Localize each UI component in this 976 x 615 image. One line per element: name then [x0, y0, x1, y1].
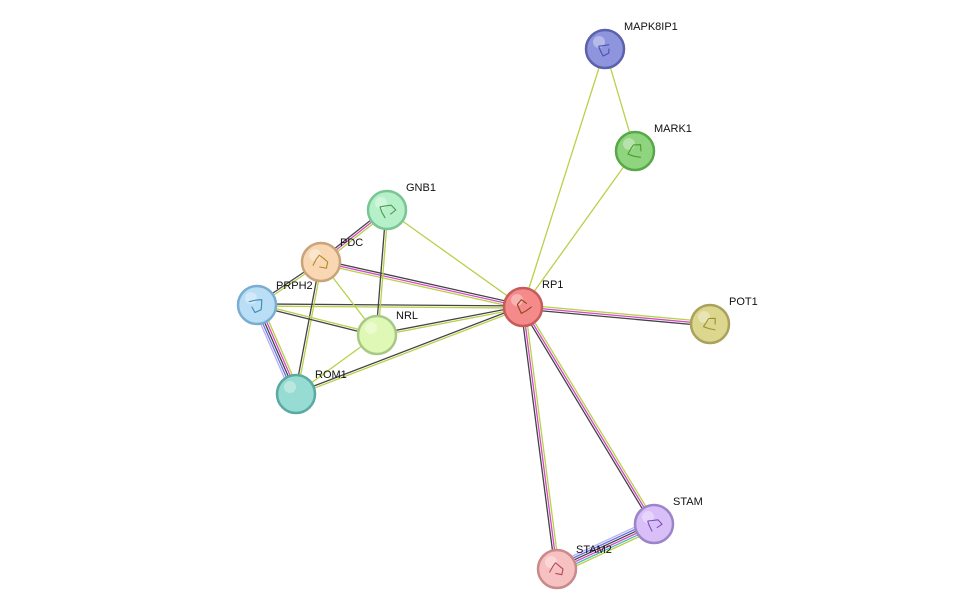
protein-structure-icon — [379, 204, 397, 219]
node-highlight — [698, 311, 710, 323]
node-stam2[interactable]: STAM2 — [536, 544, 612, 590]
edge-evidence-line — [522, 308, 710, 327]
edges-layer — [252, 48, 711, 575]
node-label-stam: STAM — [673, 496, 703, 508]
edge-evidence-line — [257, 303, 378, 335]
node-label-mark1: MARK1 — [654, 123, 692, 135]
edge-evidence-line — [256, 305, 377, 337]
edge-evidence-line — [522, 306, 655, 525]
edge-rp1-rom1[interactable] — [295, 305, 524, 396]
node-nrl[interactable]: NRL — [356, 310, 418, 356]
edge-rp1-mapk8ip1[interactable] — [522, 48, 606, 308]
node-circle-nrl[interactable] — [356, 314, 398, 356]
node-circle-pot1[interactable] — [689, 303, 731, 345]
node-mark1[interactable]: MARK1 — [614, 123, 692, 172]
edge-evidence-line — [522, 306, 711, 325]
protein-structure-icon — [627, 144, 642, 158]
node-highlight — [365, 322, 377, 334]
node-rom1[interactable]: ROM1 — [275, 369, 347, 415]
edge-evidence-line — [321, 259, 524, 306]
edge-evidence-line — [522, 306, 558, 570]
edge-rp1-prph2[interactable] — [256, 303, 524, 309]
edge-evidence-line — [256, 305, 523, 309]
node-prph2[interactable]: PRPH2 — [236, 280, 313, 326]
protein-structure-icon — [516, 299, 532, 314]
edge-gnb1-nrl[interactable] — [375, 209, 389, 336]
protein-structure-icon — [647, 519, 663, 532]
node-label-mapk8ip1: MAPK8IP1 — [624, 21, 678, 33]
edge-evidence-line — [295, 305, 523, 394]
node-label-rp1: RP1 — [542, 279, 563, 291]
edge-rp1-pdc[interactable] — [320, 259, 524, 310]
node-pot1[interactable]: POT1 — [689, 296, 758, 345]
protein-structure-icon — [312, 254, 329, 269]
node-circle-mark1[interactable] — [614, 130, 656, 172]
node-circle-gnb1[interactable] — [366, 189, 408, 231]
node-label-pot1: POT1 — [729, 296, 758, 308]
edge-evidence-line — [520, 307, 556, 570]
node-highlight — [642, 511, 654, 523]
edge-evidence-line — [386, 209, 524, 308]
edge-evidence-line — [257, 303, 524, 307]
edge-evidence-line — [375, 209, 387, 335]
edge-pdc-rom1[interactable] — [294, 261, 323, 395]
edge-evidence-line — [320, 263, 523, 310]
node-label-rom1: ROM1 — [315, 369, 347, 381]
protein-structure-icon — [702, 317, 716, 331]
edge-rp1-pot1[interactable] — [522, 304, 711, 327]
node-highlight — [511, 294, 523, 306]
edge-evidence-line — [296, 307, 524, 396]
edge-rp1-nrl[interactable] — [376, 305, 524, 337]
edge-evidence-line — [520, 307, 653, 526]
edge-rp1-stam[interactable] — [520, 305, 657, 526]
edge-prph2-nrl[interactable] — [256, 303, 378, 337]
node-label-nrl: NRL — [396, 310, 418, 322]
node-pdc[interactable]: PDC — [300, 237, 363, 283]
edge-rp1-stam2[interactable] — [520, 306, 560, 570]
node-circle-rp1[interactable] — [502, 286, 544, 328]
node-mapk8ip1[interactable]: MAPK8IP1 — [584, 21, 678, 70]
edge-evidence-line — [377, 307, 524, 337]
protein-structure-icon — [598, 44, 610, 57]
protein-structure-icon — [549, 562, 564, 576]
node-highlight — [545, 556, 557, 568]
edge-evidence-line — [524, 306, 560, 569]
node-circle-stam2[interactable] — [536, 548, 578, 590]
node-highlight — [593, 36, 605, 48]
edge-evidence-line — [377, 210, 389, 336]
edge-evidence-line — [522, 48, 606, 308]
edge-rp1-mark1[interactable] — [522, 150, 636, 308]
node-circle-rom1[interactable] — [275, 373, 317, 415]
protein-structure-icon — [248, 299, 263, 314]
node-highlight — [245, 292, 257, 304]
node-label-pdc: PDC — [340, 237, 363, 249]
node-label-stam2: STAM2 — [576, 544, 612, 556]
edge-evidence-line — [320, 261, 524, 308]
edge-evidence-line — [296, 262, 323, 395]
node-circle-pdc[interactable] — [300, 241, 342, 283]
node-circle-prph2[interactable] — [236, 284, 278, 326]
node-label-prph2: PRPH2 — [276, 280, 313, 292]
node-highlight — [309, 249, 321, 261]
node-highlight — [623, 138, 635, 150]
node-rp1[interactable]: RP1 — [502, 279, 563, 328]
node-gnb1[interactable]: GNB1 — [366, 182, 436, 231]
edge-rp1-gnb1[interactable] — [386, 209, 524, 308]
edge-evidence-line — [294, 261, 321, 394]
edge-evidence-line — [523, 304, 711, 323]
node-circle-stam[interactable] — [633, 503, 675, 545]
edge-evidence-line — [524, 305, 657, 524]
node-label-gnb1: GNB1 — [406, 182, 436, 194]
node-stam[interactable]: STAM — [633, 496, 703, 545]
edge-evidence-line — [376, 305, 523, 335]
edge-evidence-line — [522, 150, 636, 308]
node-highlight — [284, 381, 296, 393]
node-circle-mapk8ip1[interactable] — [584, 28, 626, 70]
